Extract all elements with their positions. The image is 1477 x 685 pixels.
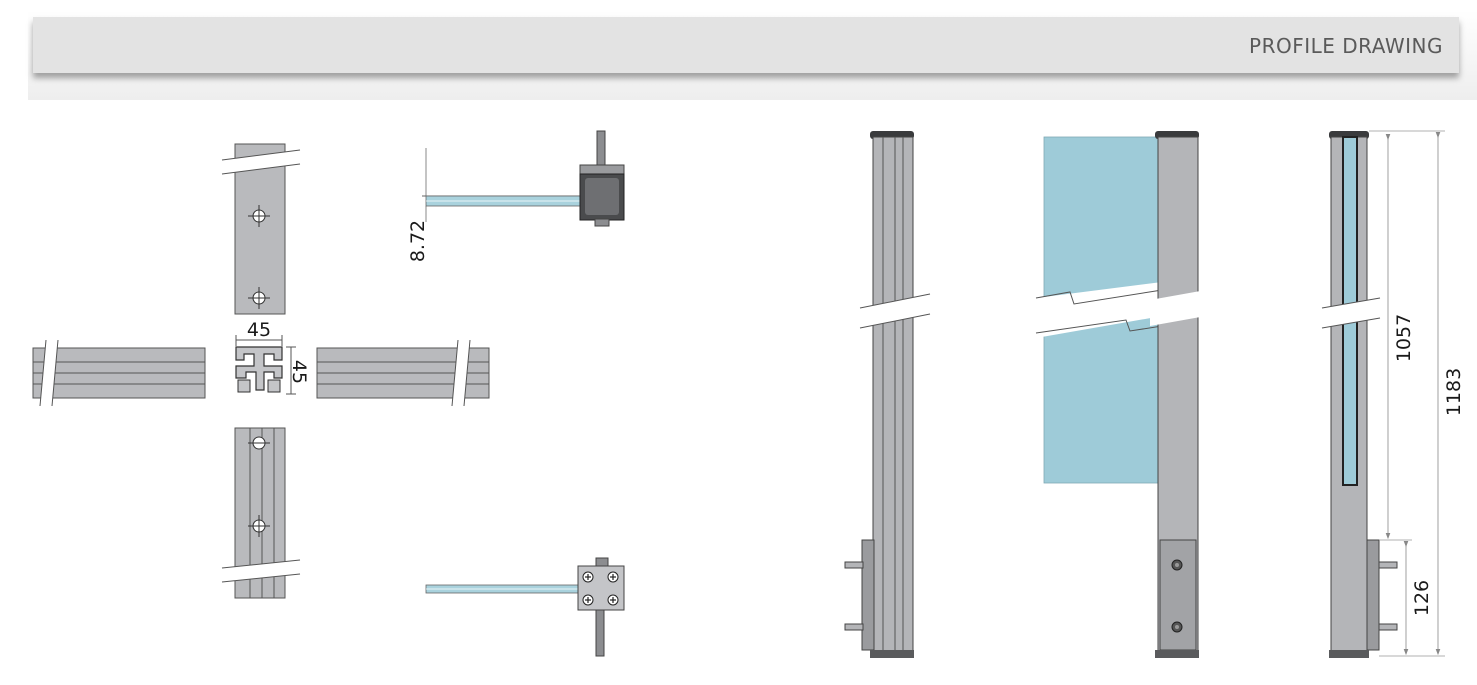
clamp-bottom-view — [425, 557, 625, 657]
post-end-view: 1057 126 1183 — [1321, 130, 1465, 658]
dimension-depth-label: 45 — [288, 360, 310, 384]
left-arm — [32, 339, 206, 407]
top-arm — [221, 143, 301, 315]
dimension-depth: 45 — [286, 346, 310, 395]
header-bar: PROFILE DRAWING — [33, 17, 1459, 73]
right-arm — [316, 339, 490, 407]
profile-section — [233, 344, 285, 396]
page-title: PROFILE DRAWING — [1249, 34, 1443, 58]
dimension-width: 45 — [235, 319, 283, 346]
dimension-base-height-label: 126 — [1411, 580, 1433, 616]
clamp-top-view: 8.72 — [407, 130, 625, 262]
post-side-view — [844, 131, 931, 658]
dimension-total-height-label: 1183 — [1443, 368, 1465, 416]
dimension-width-label: 45 — [247, 319, 271, 341]
dimension-glass-offset-label: 8.72 — [407, 220, 429, 262]
post-with-glass-view — [1035, 131, 1206, 658]
dimension-glass-height-label: 1057 — [1393, 314, 1415, 362]
cross-section-view: 45 45 — [32, 143, 490, 599]
bottom-arm — [221, 427, 301, 599]
